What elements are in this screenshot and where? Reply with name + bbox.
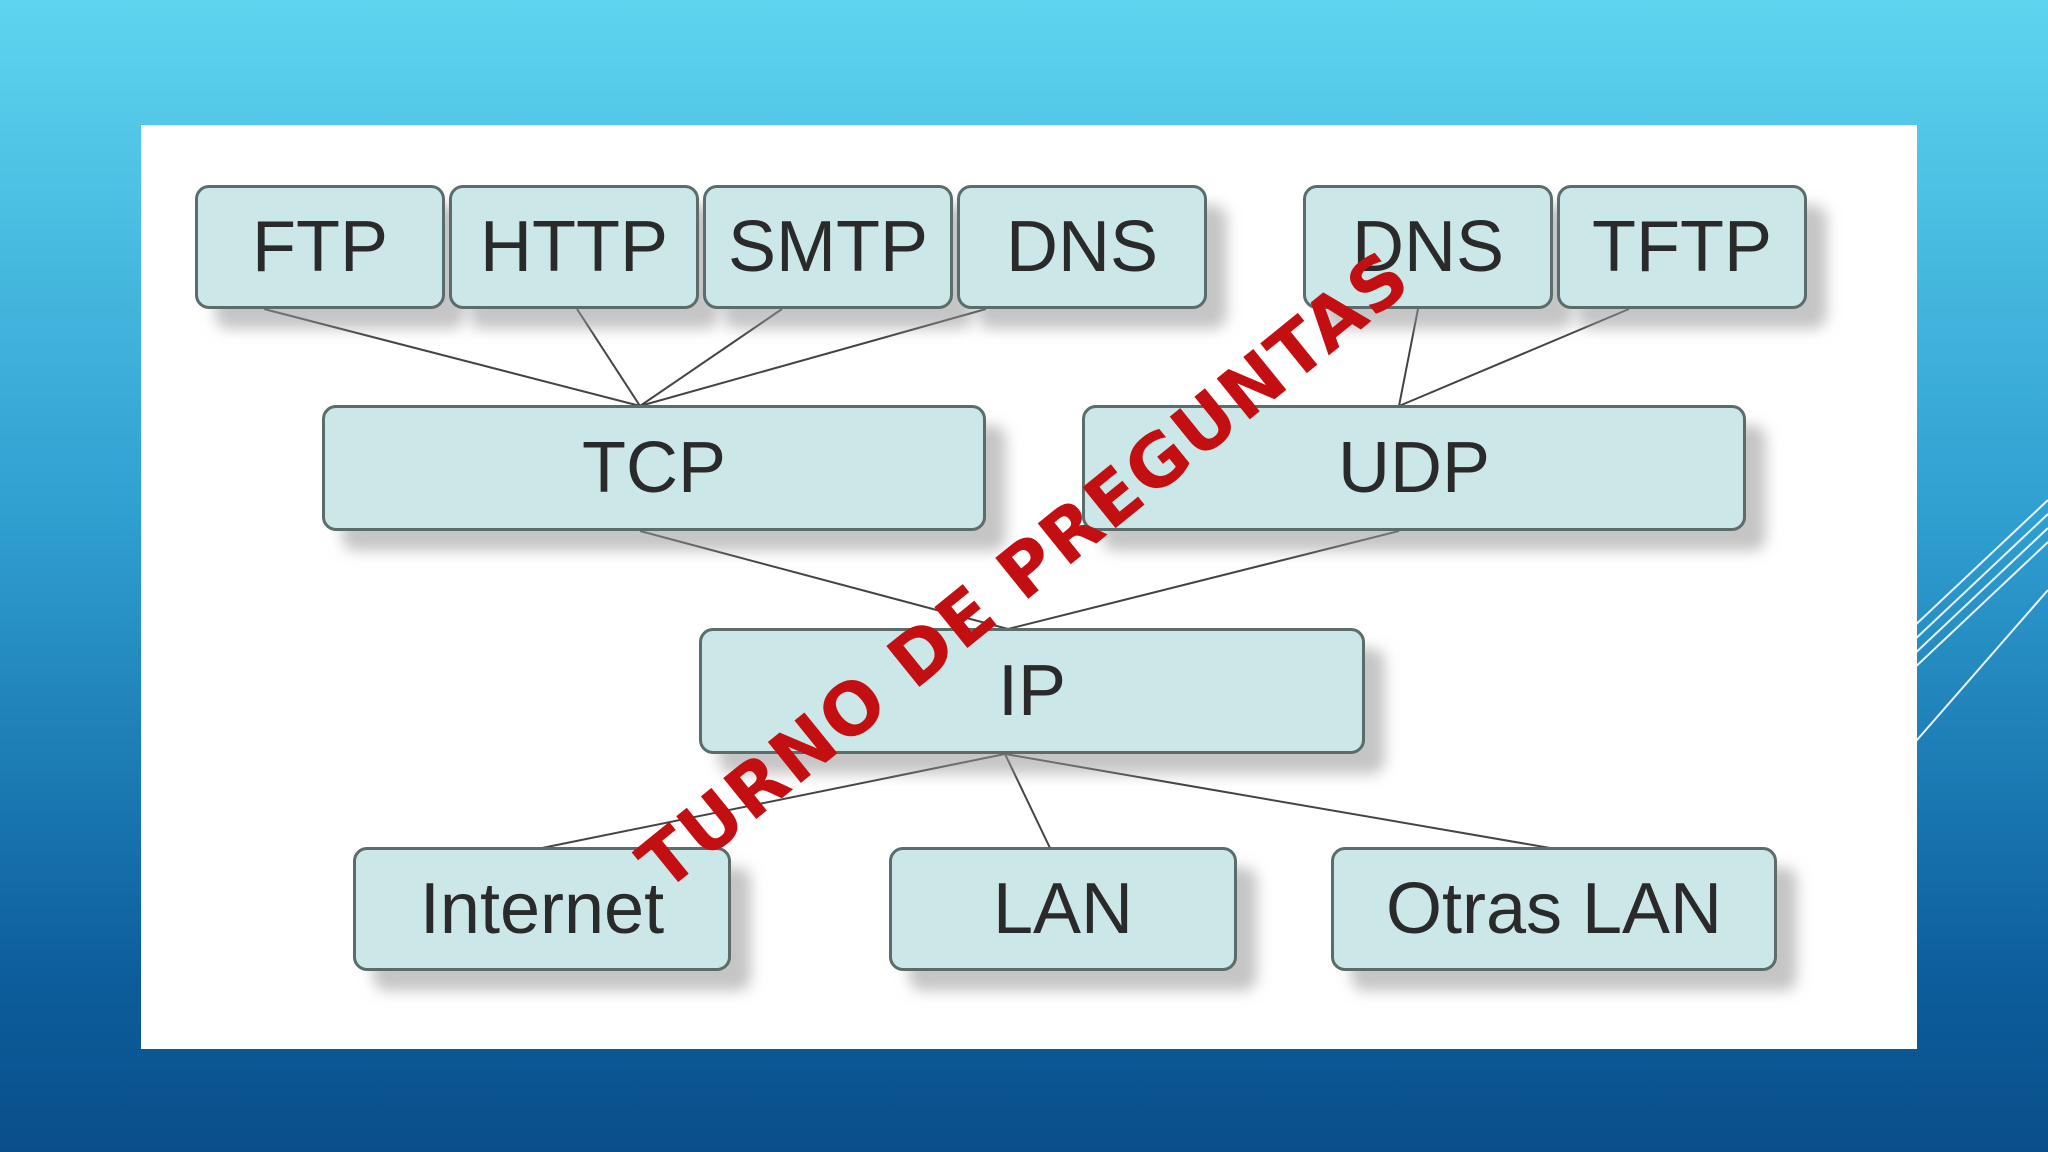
node-ip: IP	[699, 628, 1365, 754]
connector-tftp-to-udp	[1398, 308, 1630, 407]
connector-udp-to-ip	[1007, 530, 1400, 630]
connector-ip-to-internet	[541, 753, 1006, 849]
node-tftp: TFTP	[1557, 185, 1807, 309]
connector-ftp-to-tcp	[263, 308, 641, 407]
node-smtp-label: SMTP	[727, 207, 928, 287]
node-lan: LAN	[889, 847, 1237, 971]
node-http: HTTP	[449, 185, 699, 309]
node-udp: UDP	[1082, 405, 1746, 531]
node-dns-udp-label: DNS	[1351, 207, 1504, 287]
node-tcp-label: TCP	[582, 428, 726, 508]
node-ip-label: IP	[997, 651, 1067, 731]
node-lan-label: LAN	[992, 869, 1134, 949]
node-tftp-label: TFTP	[1592, 207, 1772, 287]
node-internet: Internet	[353, 847, 731, 971]
connector-dns-to-udp	[1398, 308, 1419, 407]
connector-ip-to-otras-lan	[1004, 753, 1551, 849]
slide-decoration-lines	[1910, 499, 2048, 749]
connector-dns-to-tcp	[639, 308, 987, 407]
node-tcp: TCP	[322, 405, 986, 531]
connector-http-to-tcp	[576, 308, 641, 407]
node-dns-tcp: DNS	[957, 185, 1207, 309]
connector-lines	[263, 308, 1630, 849]
node-otras-lan: Otras LAN	[1331, 847, 1777, 971]
connector-tcp-to-ip	[639, 530, 1009, 630]
node-otras-lan-label: Otras LAN	[1385, 869, 1723, 949]
diagram-panel: FTP HTTP SMTP DNS DNS TFTP TCP UDP IP In…	[141, 125, 1917, 1049]
node-ftp: FTP	[195, 185, 445, 309]
node-http-label: HTTP	[480, 207, 668, 287]
node-ftp-label: FTP	[252, 207, 388, 287]
node-dns-tcp-label: DNS	[1005, 207, 1158, 287]
connector-ip-to-lan	[1004, 753, 1051, 849]
node-internet-label: Internet	[419, 869, 665, 949]
node-udp-label: UDP	[1337, 428, 1490, 508]
node-smtp: SMTP	[703, 185, 953, 309]
node-dns-udp: DNS	[1303, 185, 1553, 309]
connector-smtp-to-tcp	[639, 308, 783, 407]
